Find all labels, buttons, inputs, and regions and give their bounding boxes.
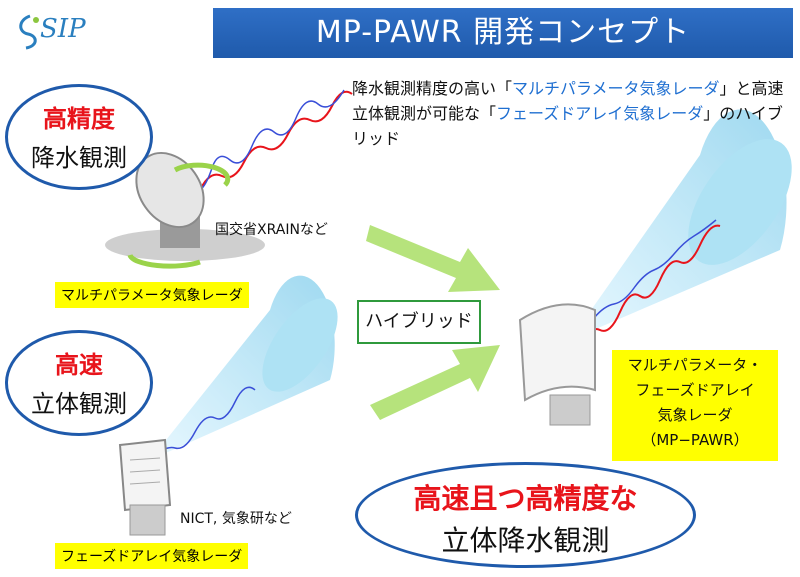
mp-pawr-line1: マルチパラメータ・ <box>627 356 763 374</box>
nict-label: NICT, 気象研など <box>180 511 292 527</box>
sip-logo <box>10 12 100 52</box>
pa-radar-label: フェーズドアレイ気象レーダ <box>55 543 249 569</box>
logo-text: SIP <box>40 14 86 44</box>
xrain-label: 国交省XRAINなど <box>215 222 328 238</box>
mp-pawr-line2: フェーズドアレイ <box>635 381 755 399</box>
result-oval: 高速且つ高精度な 立体降水観測 <box>355 462 696 568</box>
desc-part2: 」と高速立体観測が可能な「 <box>352 79 784 123</box>
3d-obs-label: 立体観測 <box>31 390 127 418</box>
result-line2: 立体降水観測 <box>441 524 610 557</box>
pa-radar-beam-cone <box>149 275 338 461</box>
high-precision-label: 高精度 <box>43 105 115 133</box>
mp-pawr-line3: 気象レーダ <box>657 406 733 424</box>
desc-mp-radar: マルチパラメータ気象レーダ <box>512 79 720 98</box>
mp-radar-label: マルチパラメータ気象レーダ <box>55 282 249 308</box>
hybrid-arrow-bottom <box>370 345 500 420</box>
desc-part1: 降水観測精度の高い「 <box>352 79 513 98</box>
desc-part3: 」のハイブリッド <box>352 104 783 148</box>
mp-pawr-line4: （MP−PAWR） <box>641 431 749 449</box>
mp-radar-beam <box>199 89 353 191</box>
sip-swirl-icon <box>19 14 39 50</box>
precipitation-obs-label: 降水観測 <box>31 144 127 172</box>
desc-pa-radar: フェーズドアレイ気象レーダ <box>496 104 704 123</box>
hybrid-arrow-top <box>366 225 500 292</box>
parabolic-radar-icon <box>105 151 265 269</box>
high-speed-label: 高速 <box>55 351 103 379</box>
concept-description: 降水観測精度の高い「マルチパラメータ気象レーダ」と高速立体観測が可能な「フェーズ… <box>352 76 792 151</box>
mp-pawr-label-box: マルチパラメータ・ フェーズドアレイ 気象レーダ （MP−PAWR） <box>612 350 778 461</box>
mp-pawr-radar-icon <box>518 303 596 426</box>
title-banner: MP-PAWR 開発コンセプト <box>213 8 793 58</box>
high-speed-oval: 高速 立体観測 <box>5 330 153 436</box>
high-precision-oval: 高精度 降水観測 <box>5 84 153 190</box>
hybrid-box: ハイブリッド <box>357 300 481 344</box>
result-line1: 高速且つ高精度な <box>413 482 638 515</box>
phased-array-radar-icon <box>118 438 172 536</box>
